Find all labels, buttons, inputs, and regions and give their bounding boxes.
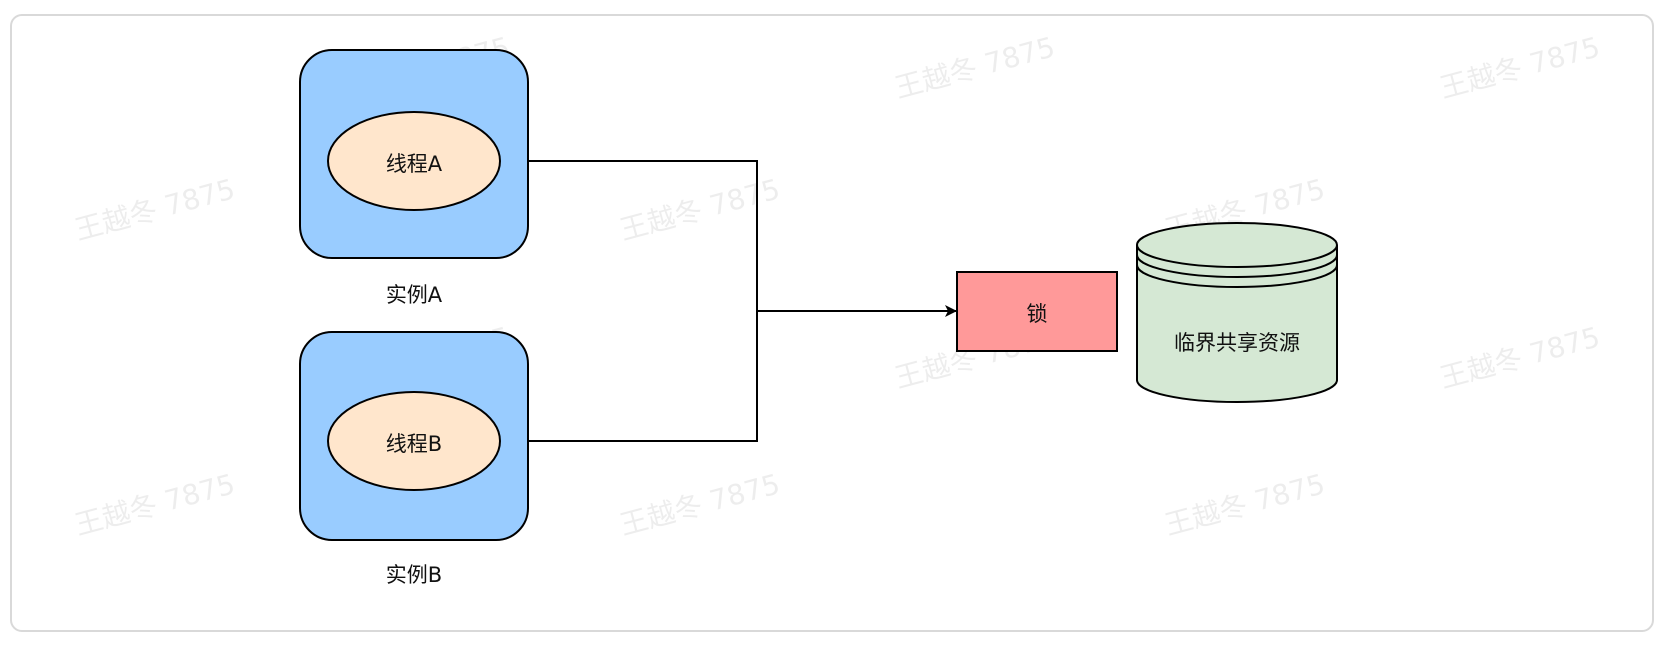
thread-b-label: 线程B [385, 432, 443, 456]
resource-label: 临界共享资源 [1174, 331, 1300, 355]
resource-cylinder [1136, 222, 1338, 403]
thread-a-label: 线程A [385, 152, 443, 176]
lock-label: 锁 [1026, 302, 1048, 326]
connector-a [528, 160, 758, 311]
thread-b-ellipse [327, 391, 501, 491]
lock-box [956, 271, 1118, 352]
thread-a-ellipse [327, 111, 501, 211]
instance-b-label: 实例B [385, 563, 443, 587]
diagram-frame [10, 14, 1654, 632]
instance-a-label: 实例A [385, 283, 443, 307]
connector-b [528, 311, 758, 442]
